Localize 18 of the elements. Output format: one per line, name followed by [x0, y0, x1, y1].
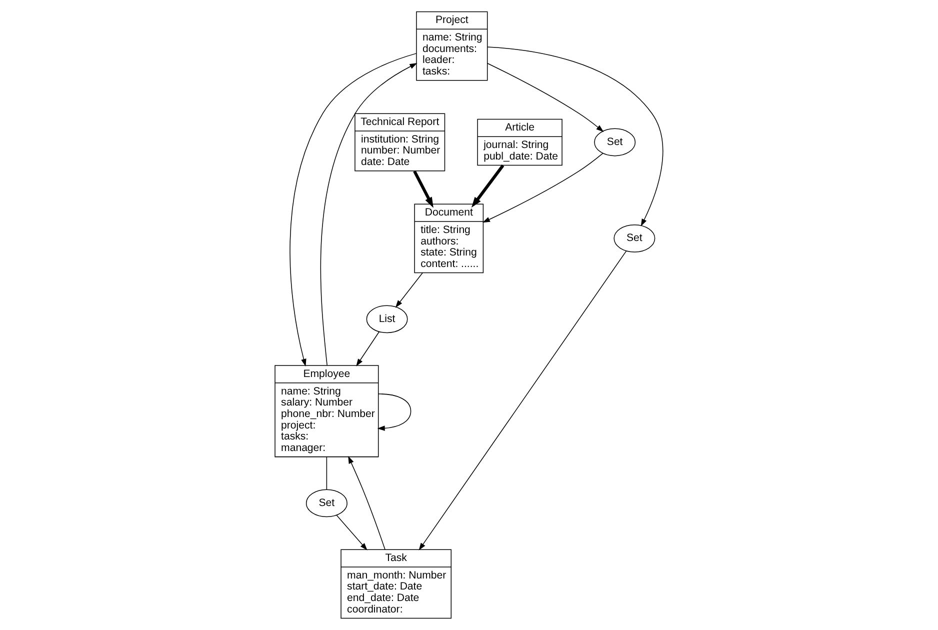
- node-ellipse: Set: [614, 224, 656, 252]
- arrow: [348, 456, 386, 550]
- arrow: [395, 272, 424, 308]
- node-ellipse: Set: [594, 128, 636, 156]
- arrow: [471, 164, 504, 208]
- arrow: [356, 331, 380, 366]
- arrow: [320, 63, 418, 366]
- arrow: [487, 46, 664, 226]
- node-ellipse: List: [366, 305, 408, 334]
- arrow: [482, 152, 604, 223]
- arrow: [290, 53, 417, 366]
- connector: [326, 456, 328, 490]
- arrow: [413, 170, 434, 208]
- arrow: [377, 394, 412, 431]
- node-ellipse: Set: [306, 489, 348, 518]
- arrow: [487, 63, 604, 132]
- arrow: [336, 514, 368, 550]
- arrow: [418, 250, 627, 550]
